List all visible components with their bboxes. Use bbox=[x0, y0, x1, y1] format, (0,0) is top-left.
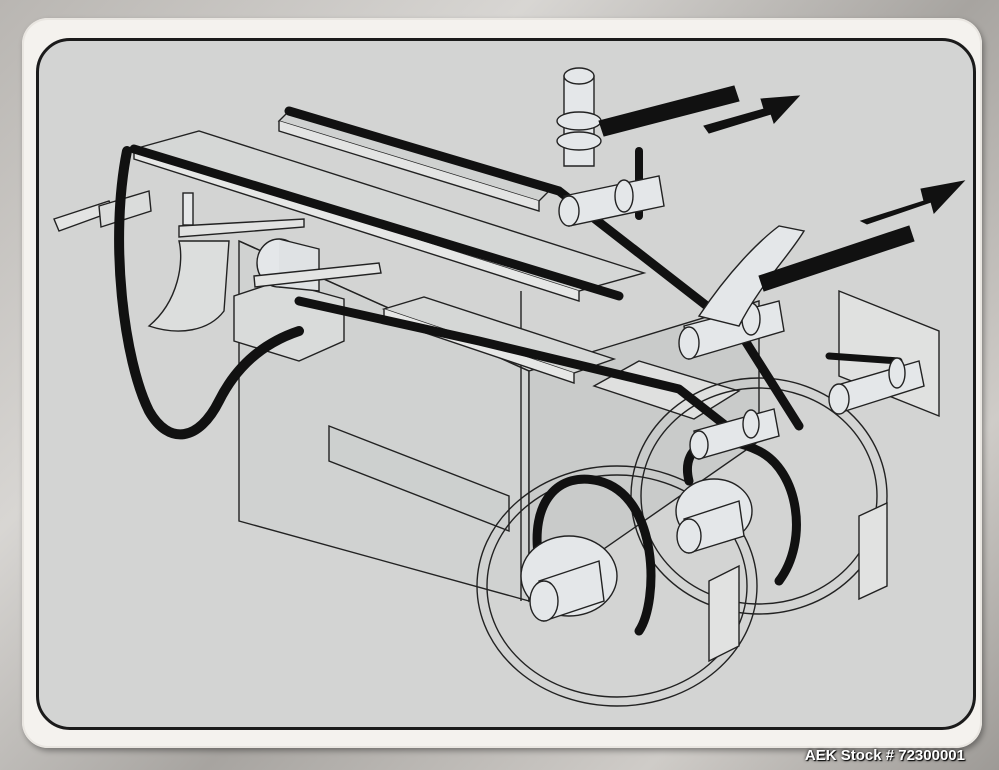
hub-right-cap bbox=[676, 518, 702, 554]
bracket-block bbox=[98, 190, 152, 228]
pulley-mid-1-end bbox=[558, 195, 580, 227]
belt-right-out bbox=[825, 352, 903, 365]
wheel-front-left bbox=[476, 465, 758, 707]
output-arrows bbox=[598, 85, 966, 292]
pulley-right-flange bbox=[888, 357, 906, 389]
belt-main bbox=[284, 106, 804, 431]
pulley-right-end bbox=[828, 383, 850, 415]
machine-diagram bbox=[53, 67, 966, 707]
pulley-top-flange bbox=[556, 111, 602, 131]
arrow-4 bbox=[859, 180, 966, 225]
pulley-mid-1-flange bbox=[614, 179, 634, 213]
sensor-bracket-2 bbox=[858, 501, 888, 601]
wheel-front-right-inner bbox=[640, 387, 878, 605]
skirt-plate bbox=[147, 240, 230, 332]
link-arm bbox=[253, 262, 382, 288]
arrow-3 bbox=[758, 225, 915, 292]
arrow-2 bbox=[703, 95, 801, 134]
belt-upper bbox=[129, 144, 624, 301]
pulley-low-flange bbox=[742, 409, 760, 439]
post-left bbox=[182, 192, 194, 226]
sensor-bracket-1 bbox=[708, 564, 740, 663]
rail-back-lip bbox=[278, 121, 540, 212]
belt-lower bbox=[294, 296, 744, 441]
stock-watermark: AEK Stock # 72300001 bbox=[804, 747, 965, 764]
bracket-mid bbox=[178, 218, 305, 238]
pulley-mid-1 bbox=[563, 175, 665, 227]
pulley-mid-2-end bbox=[678, 326, 700, 360]
belt-wheel-loop bbox=[532, 474, 656, 636]
upper-curved-arm bbox=[697, 225, 806, 327]
belt-loop-left bbox=[114, 146, 304, 440]
arrow-1 bbox=[598, 85, 740, 137]
wheel-front-left-inner bbox=[486, 474, 748, 698]
pulley-top-cap bbox=[563, 67, 595, 85]
diagram-panel bbox=[36, 38, 976, 730]
lower-slot bbox=[328, 424, 510, 533]
pulley-low-end bbox=[689, 430, 709, 460]
hub-left-cap bbox=[529, 580, 559, 622]
pulley-top-flange-2 bbox=[556, 131, 602, 151]
